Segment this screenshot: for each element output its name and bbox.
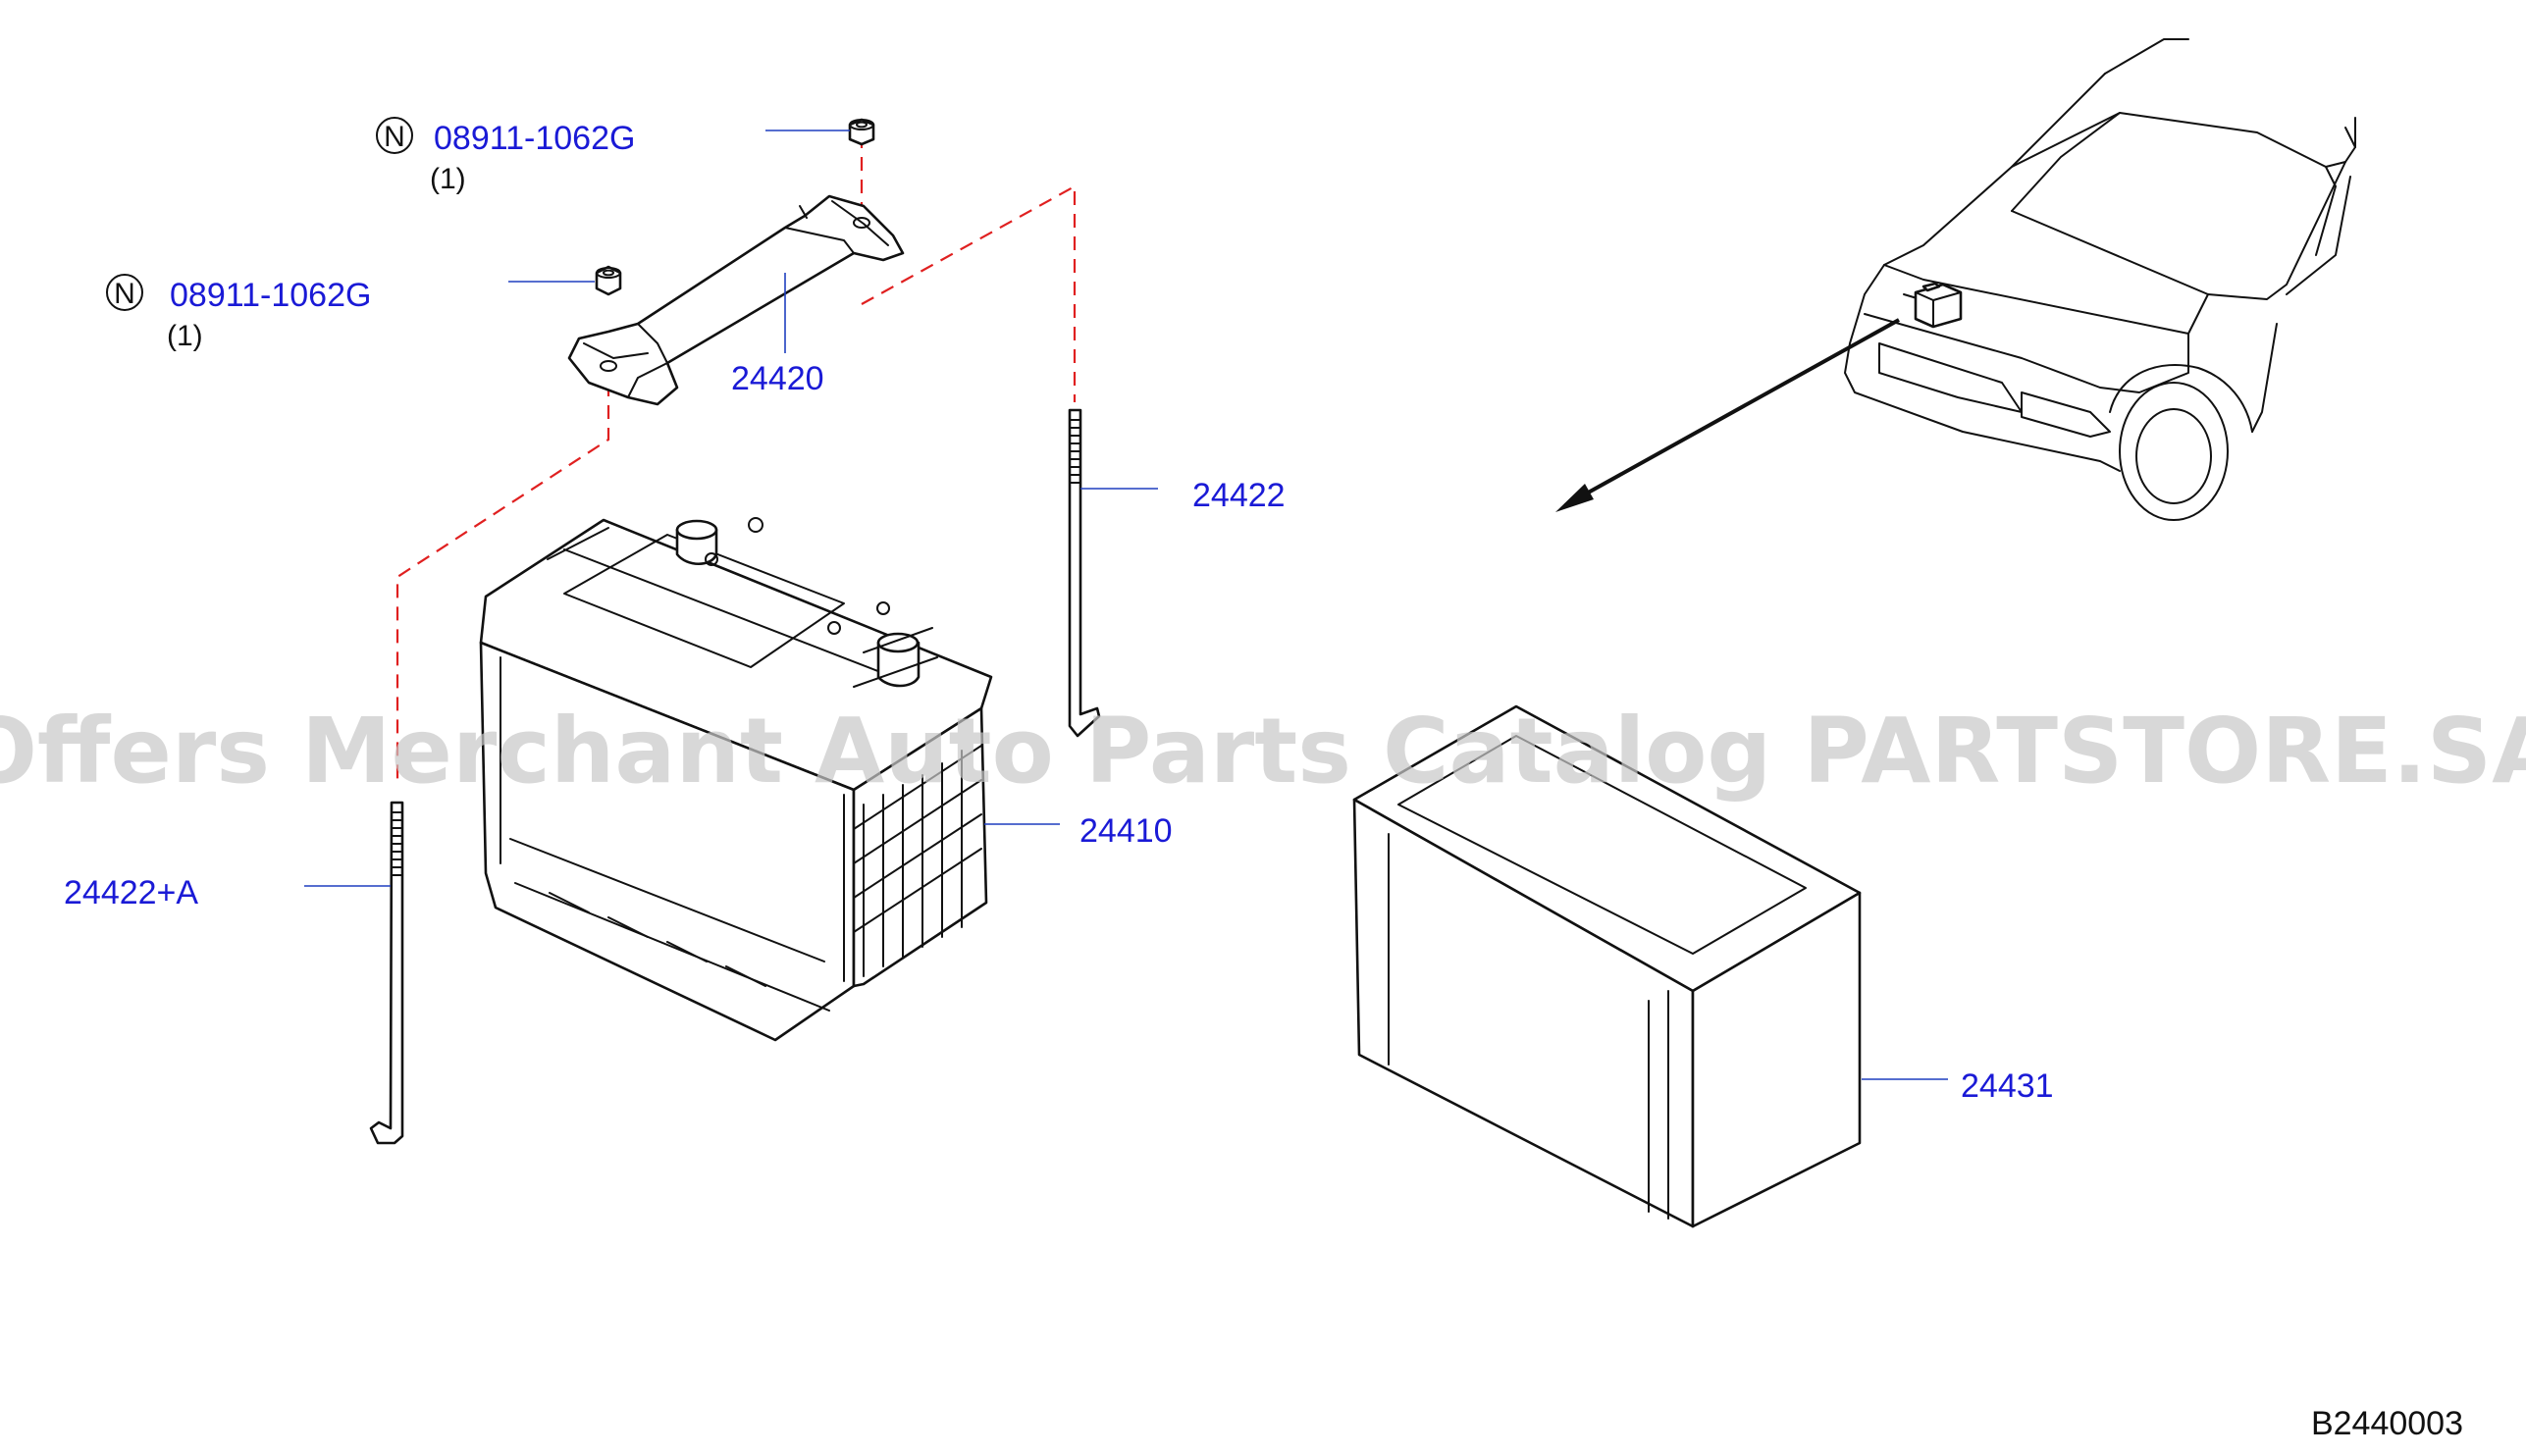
vehicle-illustration [1844,38,2356,521]
diagram-code: B2440003 [2311,1405,2463,1442]
n-marker-circle [376,117,413,154]
callout-battery[interactable]: 24410 [1079,812,1173,850]
callout-rod-right[interactable]: 24422 [1192,477,1286,514]
n-marker: N [384,121,405,153]
n-marker: N [114,278,135,310]
callout-cover[interactable]: 24431 [1961,1067,2054,1105]
nut-left [595,265,622,296]
watermark: Offers Merchant Auto Parts Catalog PARTS… [0,699,2526,804]
callout-frame[interactable]: 24420 [731,360,824,397]
quantity-left: (1) [167,320,203,352]
part-number-top: 08911-1062G [434,120,635,157]
leader-lines [304,130,1948,1080]
battery-frame [567,194,905,406]
part-number-left: 08911-1062G [170,277,371,314]
battery [479,517,993,1042]
rod-right [1068,408,1101,738]
n-marker-circle [106,274,143,311]
note-top: N 08911-1062G (1) [376,117,635,195]
nut-top [848,118,875,146]
quantity-top: (1) [430,163,466,195]
note-left: N 08911-1062G (1) [106,274,371,352]
callout-rod-left[interactable]: 24422+A [64,874,198,911]
location-arrow [1555,318,1900,512]
rod-left [369,801,404,1145]
battery-cover [1352,704,1862,1228]
